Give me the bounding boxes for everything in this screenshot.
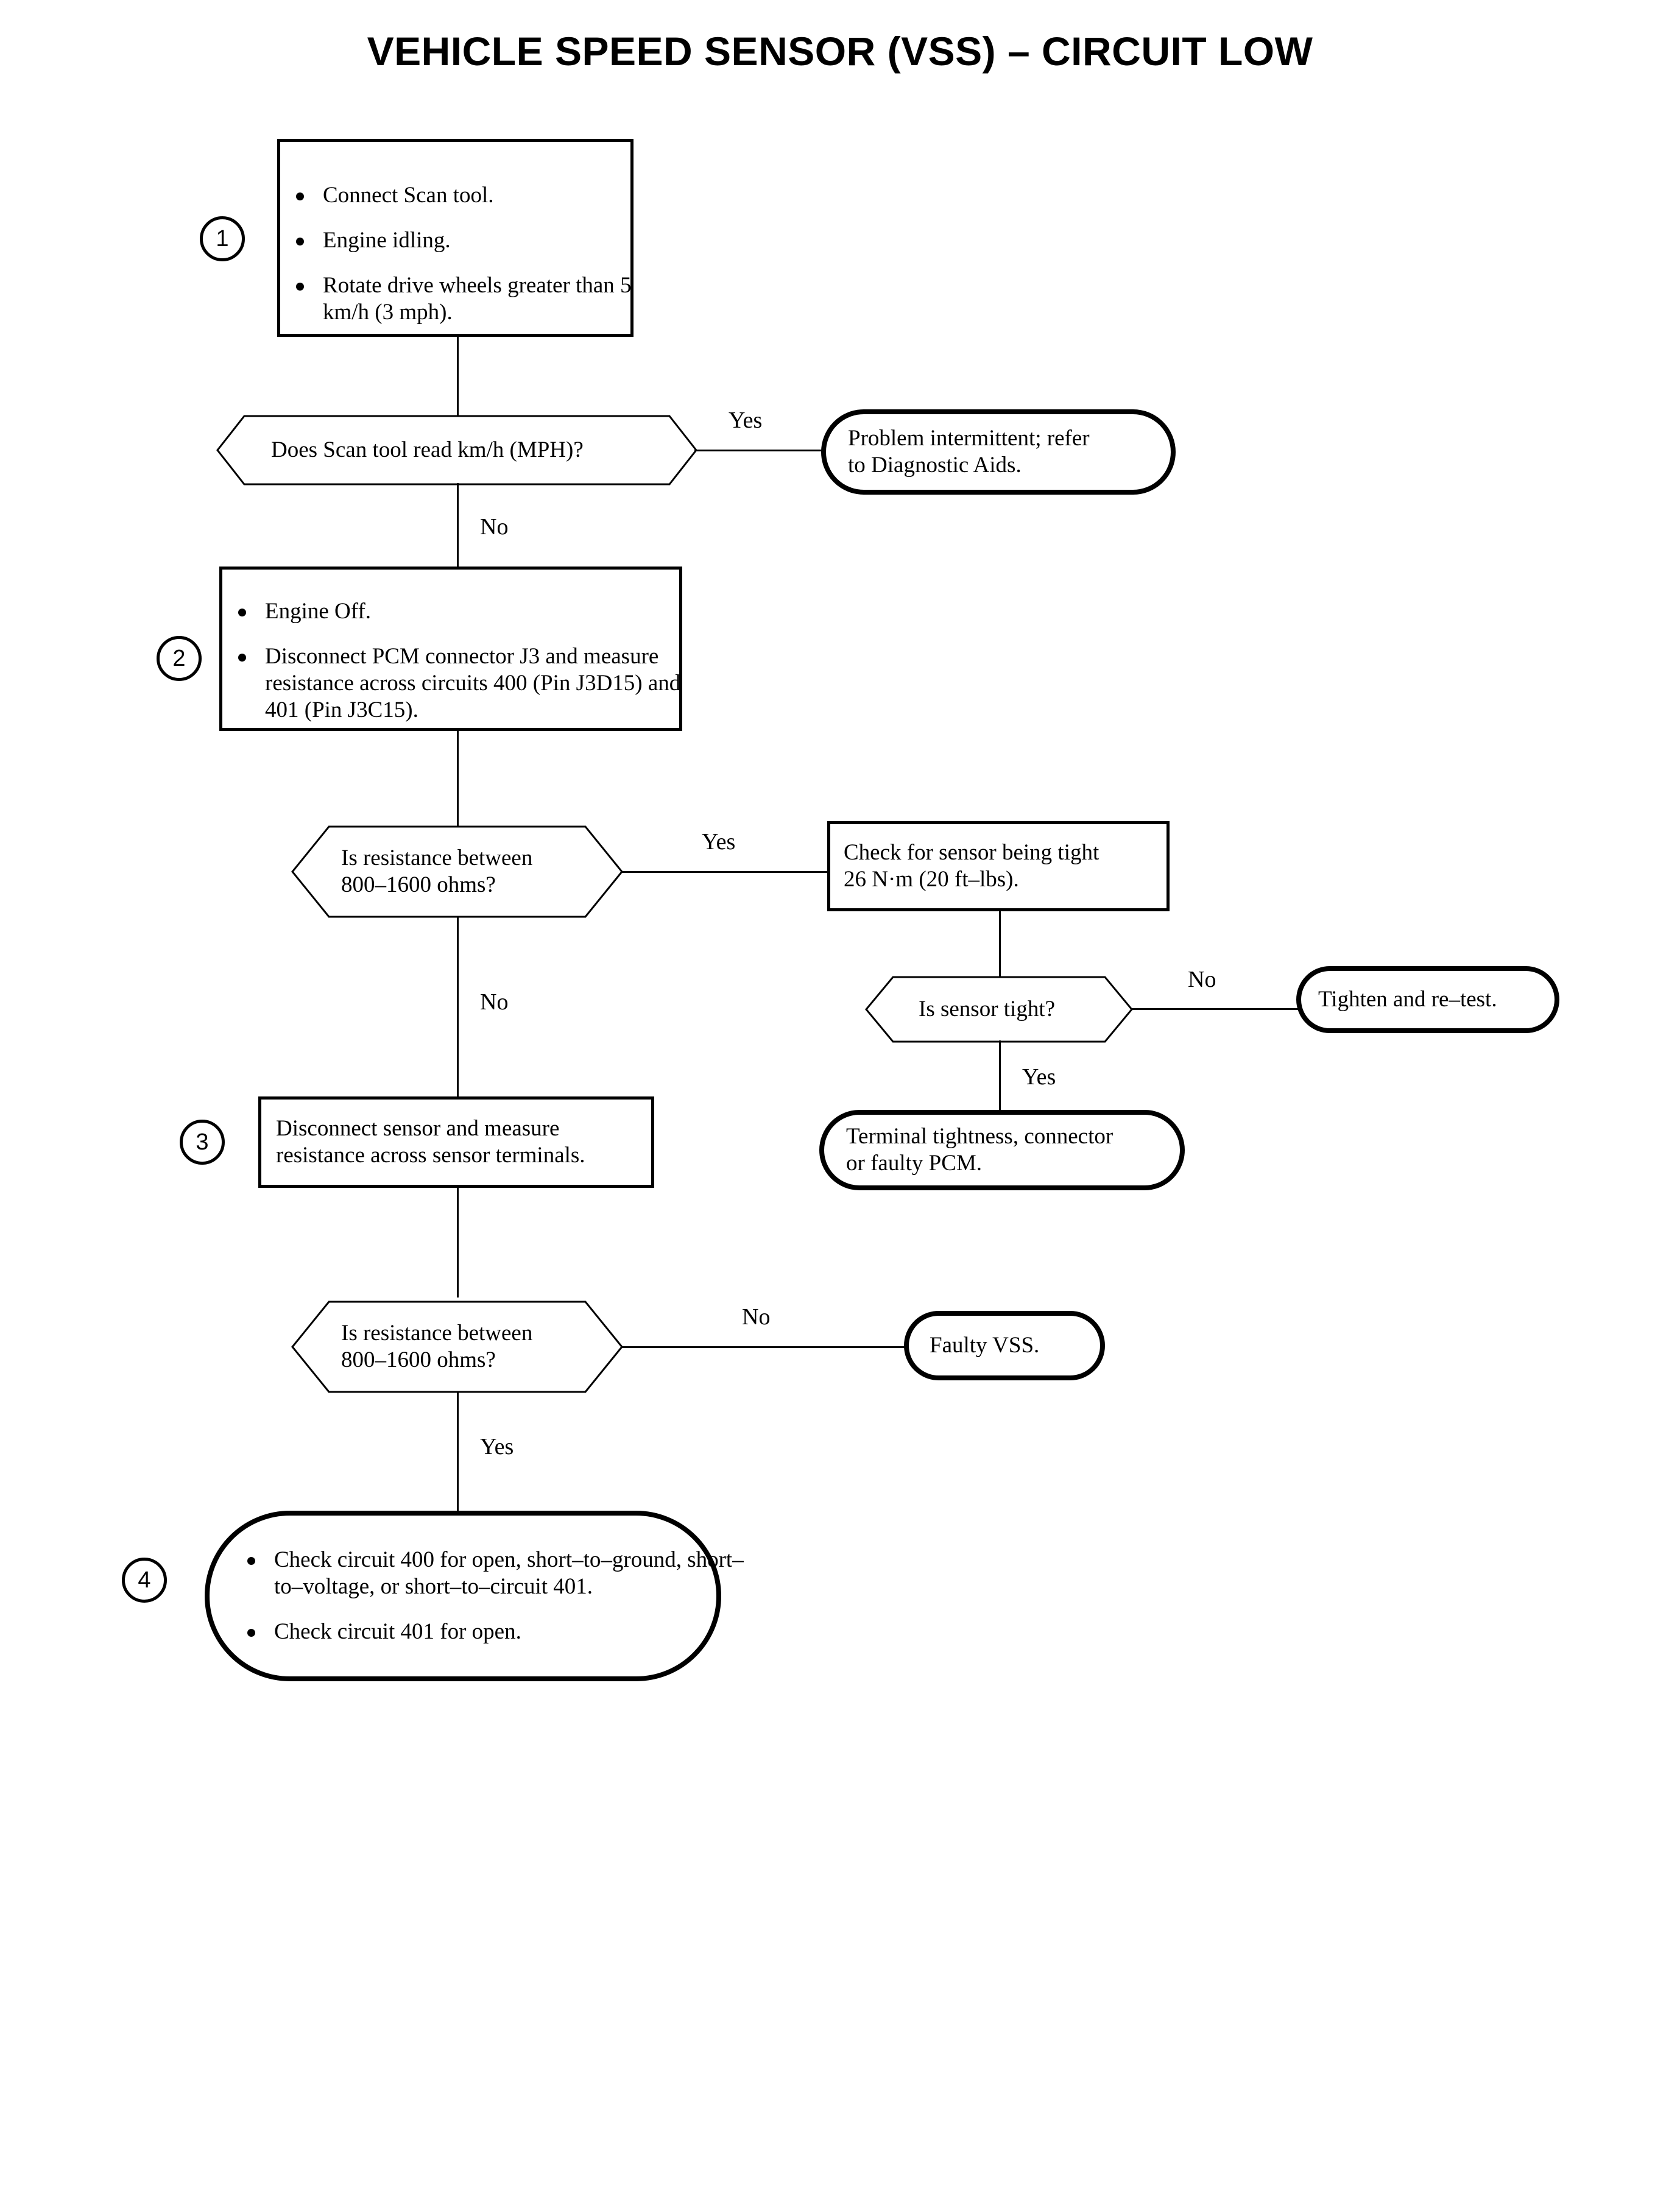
- list-item: Check circuit 401 for open.: [242, 1619, 749, 1645]
- branch-label-yes-1: Yes: [729, 408, 763, 433]
- hexagon-shape: [291, 1301, 623, 1393]
- step-3-line-1: Disconnect sensor and measure: [276, 1116, 560, 1141]
- connector-decision4-yes: [457, 1391, 459, 1513]
- step-marker-4-label: 4: [138, 1567, 151, 1593]
- connector-step2-to-decision2: [457, 731, 459, 828]
- step-marker-3: 3: [180, 1120, 225, 1165]
- node-decision-resistance-sensor: Is resistance between 800–1600 ohms?: [291, 1301, 623, 1393]
- step-3-line-2: resistance across sensor terminals.: [276, 1143, 585, 1168]
- list-item: Connect Scan tool.: [291, 182, 641, 209]
- branch-label-no-1: No: [480, 514, 509, 540]
- connector-decision1-yes: [694, 450, 822, 451]
- hexagon-shape: [216, 415, 697, 485]
- branch-label-yes-4: Yes: [480, 1434, 514, 1460]
- terminal-pcm-line-2: or faulty PCM.: [846, 1151, 983, 1176]
- connector-decision2-yes: [621, 871, 828, 873]
- check-tight-line-2: 26 N·m (20 ft–lbs).: [844, 867, 1019, 892]
- node-decision-scan-tool-reads: Does Scan tool read km/h (MPH)?: [216, 415, 697, 485]
- node-terminal-terminal-tightness: Terminal tightness, connector or faulty …: [819, 1110, 1185, 1190]
- connector-decision3-no: [1131, 1008, 1301, 1010]
- list-item: Rotate drive wheels greater than 5 km/h …: [291, 272, 641, 326]
- list-item: Check circuit 400 for open, short–to–gro…: [242, 1547, 749, 1600]
- hexagon-shape: [291, 825, 623, 918]
- step-2-bullet-list: Engine Off. Disconnect PCM connector J3 …: [233, 598, 690, 724]
- node-step-3: Disconnect sensor and measure resistance…: [258, 1096, 654, 1188]
- step-1-bullet-list: Connect Scan tool. Engine idling. Rotate…: [291, 182, 641, 326]
- node-terminal-faulty-vss: Faulty VSS.: [904, 1311, 1105, 1380]
- step-marker-1: 1: [200, 216, 245, 261]
- branch-label-yes-2: Yes: [702, 829, 736, 855]
- step-marker-4: 4: [122, 1558, 167, 1603]
- node-step-2: Engine Off. Disconnect PCM connector J3 …: [219, 567, 682, 731]
- terminal-1-line-1: Problem intermittent; refer: [848, 426, 1090, 451]
- step-marker-2-label: 2: [172, 646, 186, 671]
- terminal-vss-label: Faulty VSS.: [930, 1333, 1040, 1358]
- connector-step3-to-decision4: [457, 1188, 459, 1297]
- step-marker-1-label: 1: [216, 226, 229, 252]
- terminal-1-line-2: to Diagnostic Aids.: [848, 453, 1022, 478]
- connector-decision3-yes: [999, 1040, 1001, 1114]
- list-item: Engine Off.: [233, 598, 690, 625]
- step-4-bullet-list: Check circuit 400 for open, short–to–gro…: [242, 1547, 749, 1645]
- node-step-1: Connect Scan tool. Engine idling. Rotate…: [277, 139, 634, 337]
- connector-step1-to-decision1: [457, 337, 459, 430]
- connector-checktight-to-decision3: [999, 911, 1001, 981]
- terminal-pcm-line-1: Terminal tightness, connector: [846, 1124, 1114, 1149]
- check-tight-line-1: Check for sensor being tight: [844, 840, 1099, 865]
- node-terminal-problem-intermittent: Problem intermittent; refer to Diagnosti…: [821, 409, 1176, 495]
- hexagon-shape: [865, 976, 1133, 1043]
- node-terminal-tighten-retest: Tighten and re–test.: [1296, 966, 1559, 1033]
- node-check-sensor-tight: Check for sensor being tight 26 N·m (20 …: [827, 821, 1170, 911]
- node-step-4: Check circuit 400 for open, short–to–gro…: [205, 1511, 744, 1681]
- branch-label-no-3: No: [1188, 967, 1216, 992]
- step-marker-3-label: 3: [196, 1129, 209, 1155]
- list-item: Disconnect PCM connector J3 and measure …: [233, 643, 690, 724]
- branch-label-no-2: No: [480, 989, 509, 1015]
- connector-decision4-no: [621, 1346, 908, 1348]
- node-decision-resistance-pcm: Is resistance between 800–1600 ohms?: [291, 825, 623, 918]
- branch-label-no-4: No: [742, 1304, 771, 1330]
- connector-decision2-no: [457, 916, 459, 1099]
- terminal-tighten-label: Tighten and re–test.: [1318, 987, 1497, 1012]
- page-title: VEHICLE SPEED SENSOR (VSS) – CIRCUIT LOW: [367, 29, 1313, 74]
- node-decision-sensor-tight: Is sensor tight?: [865, 976, 1133, 1043]
- list-item: Engine idling.: [291, 227, 641, 254]
- connector-decision1-no: [457, 483, 459, 568]
- step-marker-2: 2: [157, 636, 202, 681]
- branch-label-yes-3: Yes: [1022, 1064, 1056, 1090]
